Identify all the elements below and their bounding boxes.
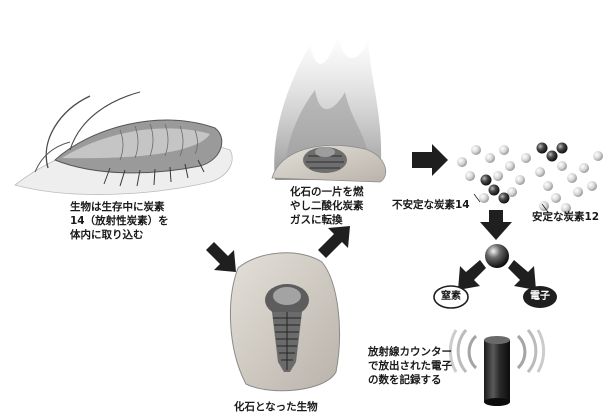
fossil-label: 化石となった生物: [234, 401, 318, 413]
step2-label: 化石の一片を燃 やし二酸化炭素 ガスに転換: [290, 186, 364, 226]
nitrogen-label: 窒素: [441, 291, 461, 302]
unstable-carbon-label: 不安定な炭素14: [392, 199, 470, 211]
living-trilobite-illustration: [14, 91, 233, 195]
counter-label: 放射線カウンター で放出された電子 の数を記録する: [368, 346, 452, 386]
electron-label: 電子: [530, 291, 550, 302]
electron-node: [523, 286, 557, 308]
decaying-carbon-atom: [485, 244, 509, 268]
bold-arrow-icon: [206, 144, 536, 290]
fossil-rock-illustration: [229, 252, 341, 392]
stable-carbon-label: 安定な炭素12: [532, 211, 600, 223]
step1-label: 生物は生存中に炭素 14（放射性炭素）を 体内に取り込む: [70, 201, 169, 241]
counter-cylinder: [484, 336, 510, 406]
nitrogen-node: [433, 285, 469, 309]
burning-fossil-illustration: [271, 35, 386, 183]
radiation-counter-icon: [448, 329, 546, 373]
atom-sphere-icon: [457, 142, 603, 268]
